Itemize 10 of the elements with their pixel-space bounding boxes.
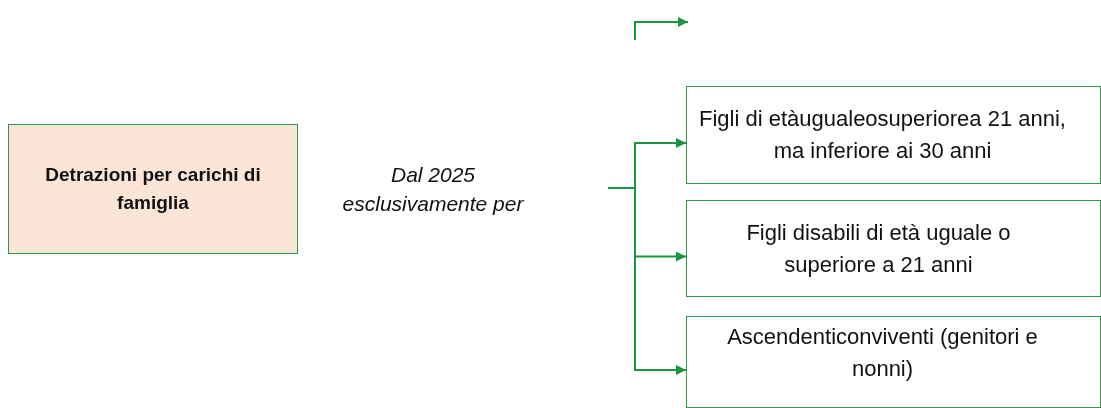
- category-box: [686, 316, 1101, 408]
- category-box: [686, 200, 1101, 297]
- category-text: Ascendenticonviventi (genitori e nonni): [726, 323, 1039, 383]
- title-box: [8, 124, 298, 254]
- category-box: [686, 86, 1101, 184]
- category-text: Figli disabili di età uguale o superiore a 21 anni: [745, 218, 1012, 279]
- category-text: Figli di etàugualeosuperiorea 21 anni, ma inferiore ai 30 anni: [698, 105, 1067, 165]
- title-text: Detrazioni per carichi di famiglia: [44, 163, 262, 215]
- arrow: [607, 187, 687, 375]
- note-text: Dal 2025 esclusivamente per: [341, 162, 525, 217]
